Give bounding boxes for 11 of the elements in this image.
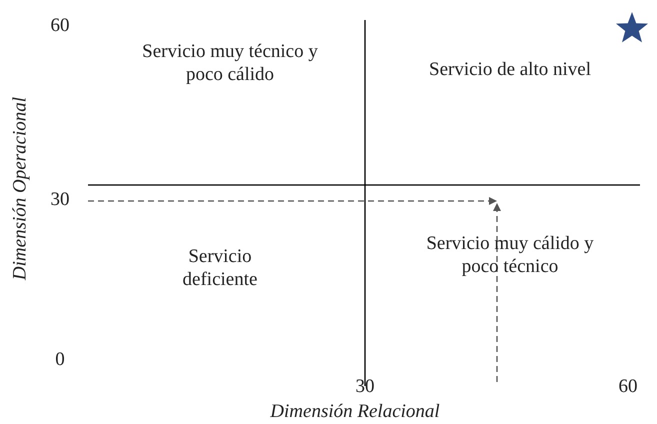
axis-tick-label: 30: [50, 188, 70, 211]
quadrant-label: Servicio deficiente: [182, 245, 258, 291]
quadrant-label: Servicio muy técnico y poco cálido: [141, 40, 319, 86]
axis-tick-label: 60: [618, 375, 638, 398]
quadrant-label: Servicio muy cálido y poco técnico: [425, 232, 595, 278]
axis-tick-label: 60: [50, 14, 70, 37]
axis-title: Dimensión Operacional: [8, 96, 32, 282]
axis-title: Dimensión Relacional: [269, 400, 441, 423]
axis-tick-label: 30: [354, 375, 376, 398]
axis-tick-label: 0: [54, 348, 66, 371]
quadrant-label: Servicio de alto nivel: [428, 58, 592, 81]
